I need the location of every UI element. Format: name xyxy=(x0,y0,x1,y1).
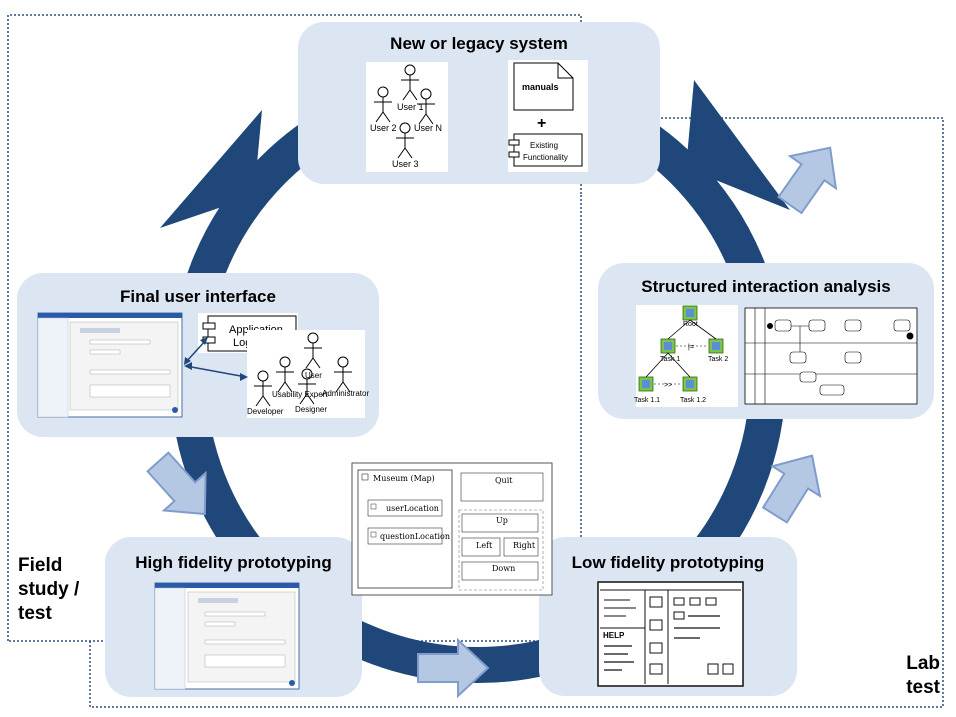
task-1-2-icon xyxy=(682,376,698,392)
mockup-quit-button xyxy=(460,472,544,502)
mockup-left-label: Left xyxy=(476,541,493,550)
manuals-label: manuals xyxy=(522,82,559,92)
task-2-label: Task 2 xyxy=(708,356,728,363)
existing-label-2: Functionality xyxy=(523,153,568,162)
actors-panel xyxy=(366,62,448,172)
low-fi-sketch xyxy=(597,581,744,687)
existing-component xyxy=(513,133,583,167)
node-high-fidelity: High fidelity prototyping xyxy=(105,537,362,697)
mockup-left-button xyxy=(461,537,501,557)
task-1-label: Task 1 xyxy=(660,356,680,363)
mockup-up-label: Up xyxy=(496,516,508,525)
task-1-1-label: Task 1.1 xyxy=(634,397,660,404)
lab-zone-border xyxy=(89,117,944,708)
final-ui-title: Final user interface xyxy=(120,287,276,306)
task-1-icon xyxy=(660,338,676,354)
block-arrow-to-legacy xyxy=(766,130,855,223)
task-2-icon xyxy=(708,338,724,354)
task-1-1-icon xyxy=(638,376,654,392)
mockup-field-question-location: questionLocation xyxy=(380,532,450,541)
actor-label-user-n: User N xyxy=(414,123,442,133)
node-legacy-system: New or legacy system xyxy=(298,22,660,184)
role-label-usability-expert: Usability Expert xyxy=(272,390,328,399)
arrow-ui-to-roles xyxy=(185,365,247,378)
actor-label-user-3: User 3 xyxy=(392,159,419,169)
arrow-ui-to-logic xyxy=(185,339,207,363)
block-arrow-to-low-fi xyxy=(417,639,489,697)
op-choice: |= xyxy=(688,344,694,351)
mockup-title: Museum (Map) xyxy=(373,474,435,483)
structured-title: Structured interaction analysis xyxy=(641,277,891,296)
high-fi-title: High fidelity prototyping xyxy=(135,553,332,572)
ring-arrowhead-top-left xyxy=(160,110,262,228)
actor-label-user-1: User 1 xyxy=(397,102,424,112)
block-arrow-to-high-fi xyxy=(136,442,227,534)
op-enable: >> xyxy=(664,382,672,389)
mockup-right-label: Right xyxy=(513,541,536,550)
low-fi-title: Low fidelity prototyping xyxy=(571,553,765,572)
sketch-help-label: HELP xyxy=(603,631,625,640)
task-root-icon xyxy=(682,305,698,321)
mockup-down-button xyxy=(461,561,539,581)
role-label-designer: Designer xyxy=(295,405,327,414)
task-1-2-label: Task 1.2 xyxy=(680,397,706,404)
role-label-developer: Developer xyxy=(247,407,284,416)
role-label-administrator: Administrator xyxy=(322,389,369,398)
mockup-quit-label: Quit xyxy=(495,476,513,485)
mockup-down-label: Down xyxy=(492,564,515,573)
role-label-user: User xyxy=(305,371,322,380)
ring-arrowhead-top-right xyxy=(686,80,790,210)
block-arrow-to-structured xyxy=(750,439,837,531)
task-root-label: Root xyxy=(683,321,698,328)
existing-label-1: Existing xyxy=(530,141,558,150)
plus-sign: + xyxy=(537,115,546,132)
mockup-right-button xyxy=(503,537,539,557)
mockup-field-user-location: userLocation xyxy=(386,504,439,513)
actor-label-user-2: User 2 xyxy=(370,123,397,133)
mockup-up-button xyxy=(461,513,539,533)
legacy-title: New or legacy system xyxy=(390,34,568,53)
